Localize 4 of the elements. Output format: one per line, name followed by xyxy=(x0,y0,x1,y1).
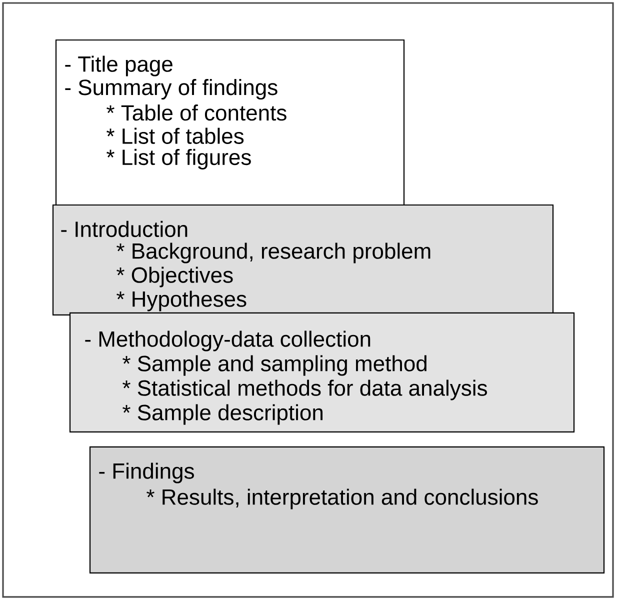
section-box: - Title page - Summary of findings * Table of contents * List of tables * List of figures xyxy=(55,39,405,206)
section-box: - Methodology-data collection * Sample and sampling method * Statistical methods for data analysis * Sample description xyxy=(69,312,575,433)
section-box: - Introduction * Background, research problem * Objectives * Hypotheses xyxy=(52,204,554,316)
section-box: - Findings * Results, interpretation and conclusions xyxy=(89,446,605,574)
